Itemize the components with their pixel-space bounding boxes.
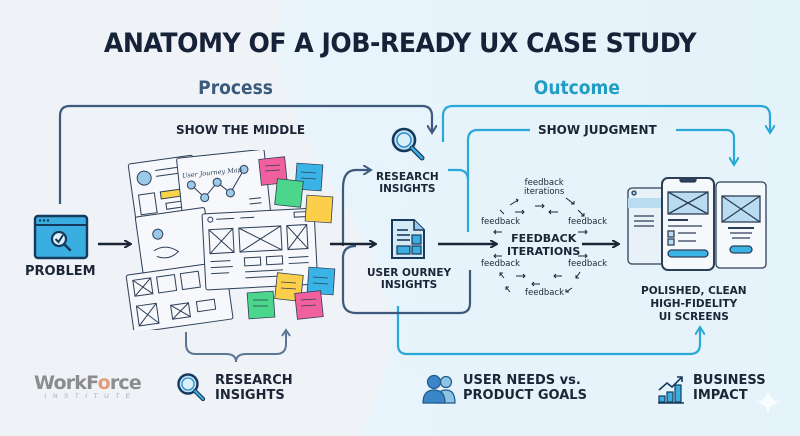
footer-business-impact: BUSINESS IMPACT <box>693 373 766 403</box>
feedback-right-upper: feedback <box>568 217 608 227</box>
feedback-left-lower: feedback <box>481 259 521 269</box>
bar-chart-growth-icon <box>658 376 684 404</box>
show-judgment-line <box>466 128 530 232</box>
problem-label: PROBLEM <box>25 264 96 279</box>
page-title: ANATOMY OF A JOB-READY UX CASE STUDY <box>103 28 697 59</box>
footer-user-needs: USER NEEDS vs. PRODUCT GOALS <box>463 373 587 403</box>
wireframe-collage-icon: User Journey Map <box>125 150 336 330</box>
process-heading: Process <box>198 77 273 99</box>
outcome-heading: Outcome <box>533 77 620 99</box>
feedback-bottom-label: feedback <box>525 288 565 298</box>
browser-search-check-icon <box>33 214 89 260</box>
document-icon <box>391 219 425 259</box>
ui-screens-icon <box>627 177 767 271</box>
show-judgment-arrow <box>676 128 734 164</box>
process-loop-line <box>58 104 432 204</box>
feedback-iterations-label: FEEDBACK ITERATIONS <box>507 232 581 258</box>
sparkle-icon <box>755 389 781 415</box>
feedback-top-label: feedback iterations <box>524 178 565 198</box>
feedback-left-upper: feedback <box>481 217 521 227</box>
outcome-bottom-loop <box>396 306 700 356</box>
magnifier-icon <box>177 373 206 402</box>
polished-ui-label: POLISHED, CLEAN HIGH-FIDELITY UI SCREENS <box>641 285 747 324</box>
workforce-institute-logo: WorkForce INSTITUTE <box>34 372 142 400</box>
outcome-loop-line <box>441 104 770 142</box>
user-journey-label: USER OURNEY INSIGHTS <box>367 267 452 292</box>
magnifier-icon <box>391 127 425 161</box>
show-judgment-label: SHOW JUDGMENT <box>538 123 657 137</box>
footer-research-insights: RESEARCH INSIGHTS <box>215 373 293 403</box>
collage-brace <box>185 332 287 363</box>
show-middle-label: SHOW THE MIDDLE <box>176 123 306 137</box>
research-insights-label: RESEARCH INSIGHTS <box>376 171 439 196</box>
users-icon <box>422 374 456 404</box>
feedback-right-lower: feedback <box>568 259 608 269</box>
